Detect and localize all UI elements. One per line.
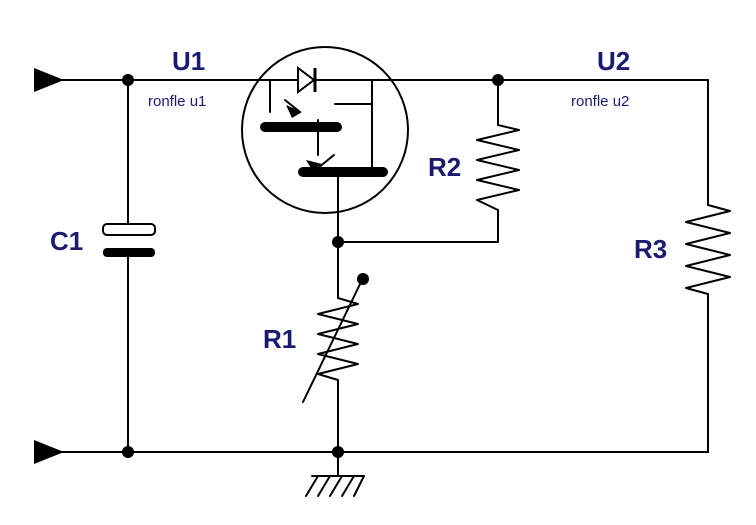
label-r2: R2 [428,152,461,182]
ground-hatch [305,475,319,497]
label-u2-sub: ronfle u2 [571,93,629,110]
transistor-bar-lower [298,167,388,177]
transistor-bar-upper [260,122,342,132]
label-u2: U2 [597,46,630,76]
transistor-emitter-arrow-2 [306,160,322,170]
ground-hatch [341,475,355,497]
label-u1-sub: ronfle u1 [148,93,206,110]
transistor-package-circle [241,46,409,214]
junction-dot [492,74,504,86]
input-terminal-top-icon [34,68,64,92]
transistor-emitter-arrow-1 [286,105,302,118]
internal-q2-diag [317,154,335,169]
input-terminal-bottom-icon [34,440,64,464]
junction-dot [332,236,344,248]
junction-dot [332,446,344,458]
label-c1: C1 [50,226,83,256]
ground-hatch [353,475,365,497]
r1-variable-arrow [302,279,363,403]
diode-icon [297,66,316,94]
label-r3: R3 [634,234,667,264]
label-r1: R1 [263,324,296,354]
ground-hatch [329,475,343,497]
r2-wire-bottom [337,209,499,243]
c1-plate-bottom [103,248,155,257]
junction-dot [122,74,134,86]
r1-wiper-dot [357,273,369,285]
r2-resistor [476,124,520,211]
r1-resistor [317,297,359,381]
r3-resistor [685,204,731,295]
c1-plate-top [102,223,156,236]
ground-hatch [317,475,331,497]
internal-q1-diag [284,99,301,113]
label-u1: U1 [172,46,205,76]
junction-dot [122,446,134,458]
